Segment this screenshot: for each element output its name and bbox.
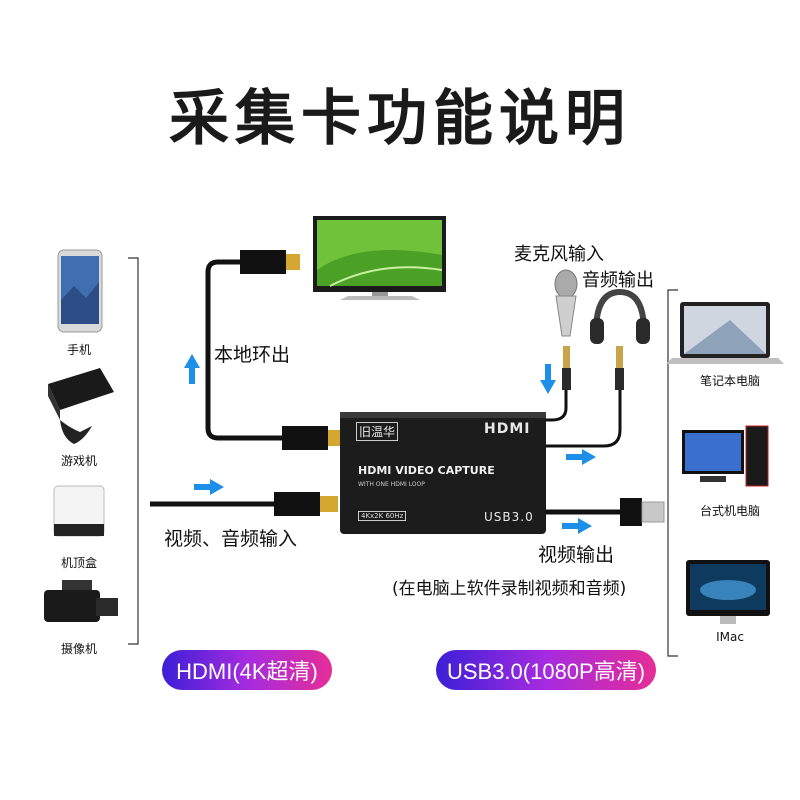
page-title: 采集卡功能说明 — [169, 84, 631, 154]
device-label-console: 游戏机 — [60, 454, 97, 468]
device-label-desktop: 台式机电脑 — [699, 504, 760, 518]
usb-badge: USB3.0(1080P高清) — [436, 650, 656, 690]
game-console-icon — [48, 368, 114, 444]
usb-plug-icon — [620, 498, 665, 526]
phone-icon — [57, 249, 103, 333]
desktop-icon — [682, 425, 769, 487]
usb-port-label: USB3.0 — [484, 510, 534, 524]
device-label-settopbox: 机顶盒 — [60, 556, 97, 570]
right-bracket — [667, 289, 678, 657]
arrow-right-audio-icon — [566, 449, 596, 465]
hdmi-badge: HDMI(4K超清) — [162, 650, 332, 690]
audio-output-label: 音频输出 — [582, 270, 654, 291]
product-name: HDMI VIDEO CAPTURE — [358, 464, 495, 477]
monitor-icon — [313, 216, 446, 300]
camera-icon — [44, 580, 118, 622]
set-top-box-icon — [53, 485, 105, 537]
record-note-label: (在电脑上软件录制视频和音频) — [392, 579, 627, 599]
product-subtitle: WITH ONE HDMI LOOP — [358, 481, 425, 488]
loop-out-label: 本地环出 — [214, 344, 291, 366]
arrow-right-input-icon — [194, 479, 224, 495]
arrow-up-icon — [184, 354, 200, 384]
headphone-cable — [546, 390, 622, 448]
hdmi-connector-input-icon — [274, 492, 338, 516]
brand-label: 旧温华 — [356, 422, 399, 441]
hdmi-logo: HDMI — [484, 421, 531, 437]
mic-input-label: 麦克风输入 — [514, 244, 604, 265]
video-output-label: 视频输出 — [538, 544, 615, 566]
arrow-right-usb-icon — [562, 518, 592, 534]
device-label-imac: IMac — [716, 630, 744, 644]
arrow-down-icon — [540, 364, 556, 394]
device-label-camera: 摄像机 — [60, 642, 97, 656]
device-label-phone: 手机 — [66, 343, 91, 357]
laptop-icon — [666, 302, 784, 364]
loop-cable — [205, 259, 282, 441]
capture-box — [340, 412, 546, 534]
video-audio-input-label: 视频、音频输入 — [164, 528, 298, 550]
device-label-laptop: 笔记本电脑 — [699, 374, 760, 388]
imac-icon — [686, 560, 770, 624]
left-bracket — [128, 257, 139, 645]
hdmi-connector-loop-icon — [282, 426, 340, 450]
spec-label: 4Kx2K 60Hz — [358, 511, 407, 521]
microphone-icon — [554, 269, 578, 337]
headphones-icon — [590, 288, 650, 344]
mic-jack-icon — [562, 346, 571, 390]
hdmi-connector-top-icon — [240, 250, 300, 274]
mic-cable — [546, 390, 568, 422]
headphone-jack-icon — [615, 346, 624, 390]
